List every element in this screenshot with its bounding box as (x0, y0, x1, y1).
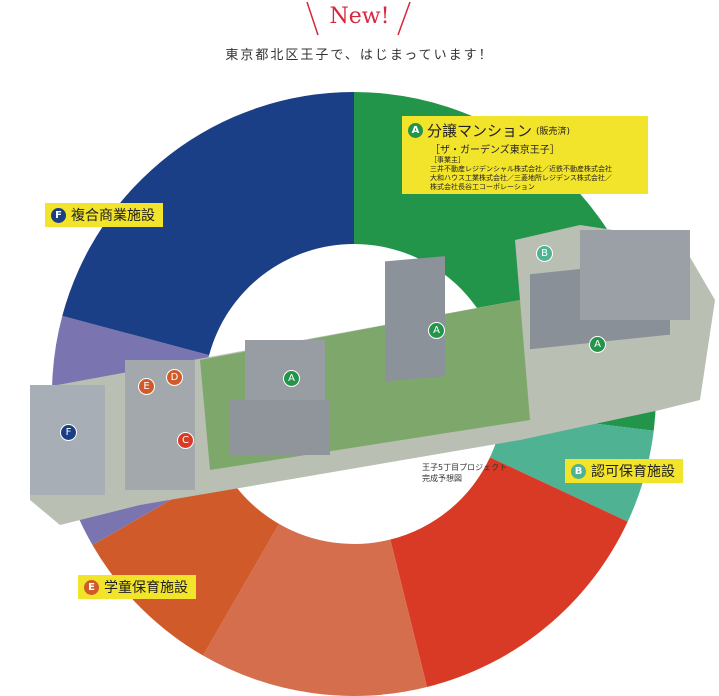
label-a-note: (販売済) (536, 127, 571, 137)
new-badge: New! (329, 4, 390, 29)
marker-a-icon: A (408, 123, 423, 138)
map-marker-b: B (536, 245, 553, 262)
map-marker-a: A (428, 322, 445, 339)
label-condominium: A 分譲マンション(販売済) ［ザ・ガーデンズ東京王子］ ［事業主］ 三井不動産レ… (402, 116, 648, 194)
map-marker-c: C (177, 432, 194, 449)
map-marker-a: A (283, 370, 300, 387)
caption-line: 王子5丁目プロジェクト (422, 463, 508, 472)
map-marker-d: D (166, 369, 183, 386)
label-a-org: 株式会社長谷工コーポレーション (430, 183, 535, 191)
map-marker-a: A (589, 336, 606, 353)
donut-segment-light-orange (203, 523, 428, 696)
label-a-org: 大和ハウス工業株式会社／三菱地所レジデンス株式会社／ (430, 174, 612, 182)
marker-e-icon: E (84, 579, 99, 595)
donut-segment-red (390, 457, 628, 688)
label-a-title: 分譲マンション (427, 122, 533, 140)
label-a-org: 三井不動産レジデンシャル株式会社／近鉄不動産株式会社 (430, 165, 612, 173)
label-nursery: B 認可保育施設 (565, 459, 683, 483)
label-afterschool: E 学童保育施設 (78, 575, 196, 599)
donut-segment-E (92, 469, 279, 656)
marker-b-icon: B (571, 463, 586, 479)
label-f-title: 複合商業施設 (71, 208, 155, 224)
label-a-name: ［ザ・ガーデンズ東京王子］ (430, 145, 560, 156)
map-marker-e: E (138, 378, 155, 395)
label-commercial: F 複合商業施設 (45, 203, 163, 227)
new-slash-decoration (306, 1, 411, 36)
map-marker-f: F (60, 424, 77, 441)
page-subtitle: 東京都北区王子で、はじまっています！ (225, 48, 494, 63)
label-a-org-head: ［事業主］ (430, 156, 465, 164)
label-e-title: 学童保育施設 (104, 580, 188, 596)
label-b-title: 認可保育施設 (591, 464, 675, 480)
marker-f-icon: F (51, 207, 66, 223)
caption-line: 完成予想図 (422, 474, 462, 483)
donut-segment-F (62, 92, 354, 356)
rendering-caption: 王子5丁目プロジェクト 完成予想図 (422, 462, 507, 484)
